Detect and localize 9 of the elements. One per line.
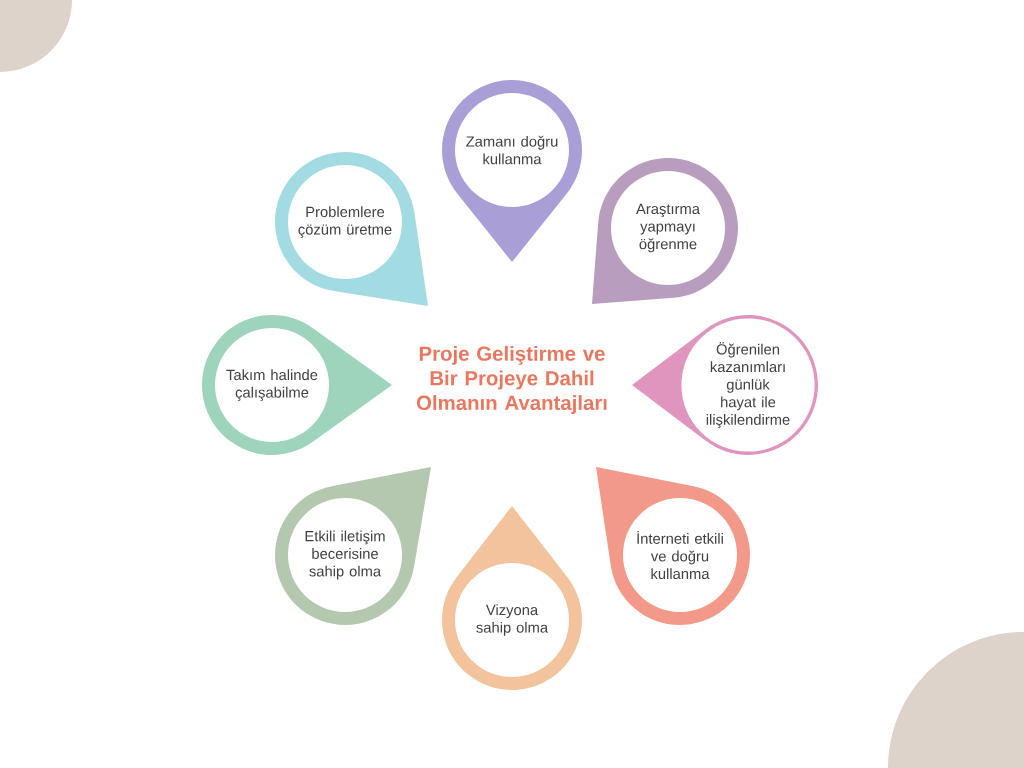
teardrop-badge: Problemlere çözüm üretme bbox=[275, 151, 428, 306]
teardrop-badge: Öğrenilen kazanımları günlük hayat ile ilişkilendirme bbox=[632, 314, 818, 455]
teardrop-badge: İnterneti etkili ve doğru kullanma bbox=[596, 467, 750, 625]
teardrop-badge: Zamanı doğru kullanma bbox=[442, 80, 582, 262]
teardrop-badge: Etkili iletişim becerisine sahip olma bbox=[275, 467, 431, 625]
teardrop-badge: Araştırma yapmayı öğrenme bbox=[592, 158, 738, 304]
teardrop-badge: Vizyona sahip olma bbox=[442, 506, 582, 690]
title: Proje Geliştirme ve Bir Projeye Dahil Olmanın Avantajları bbox=[416, 345, 607, 415]
teardrop-badge: Takım halinde çalışabilme bbox=[202, 315, 392, 455]
